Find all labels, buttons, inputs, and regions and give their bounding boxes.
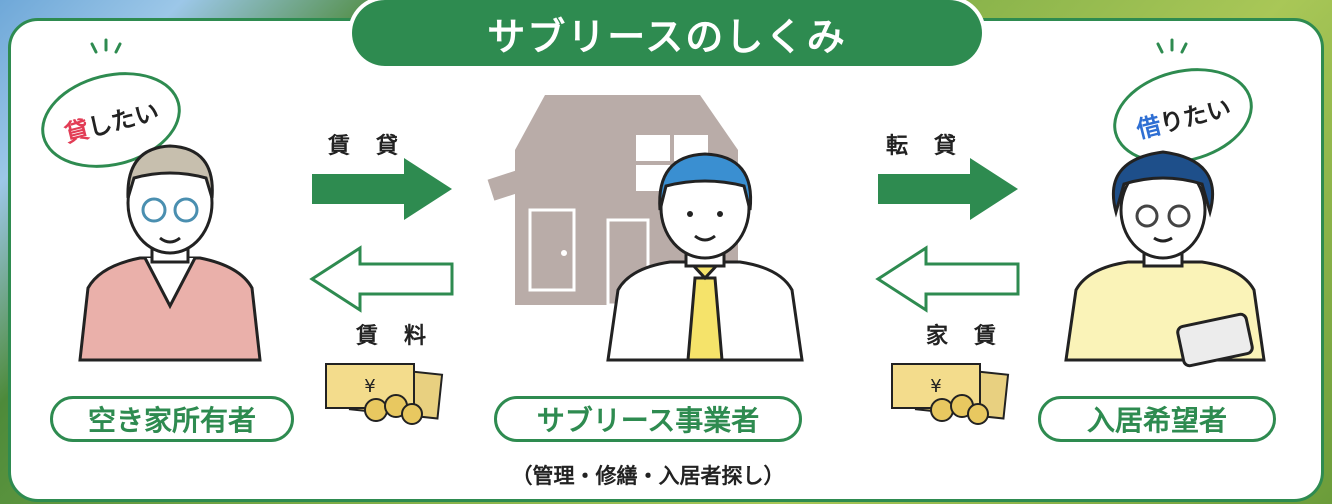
- sublease-arrow-icon: [878, 158, 1018, 220]
- operator-person-icon: [606, 152, 804, 362]
- page-title: サブリースのしくみ: [352, 0, 982, 66]
- house-rent-arrow-icon: [875, 245, 1020, 313]
- rent-fee-label: 賃料: [356, 324, 453, 349]
- owner-person-icon: [78, 144, 262, 362]
- lease-arrow-icon: [312, 158, 452, 220]
- lease-label: 賃貸: [328, 134, 425, 159]
- sublease-label: 転貸: [886, 134, 983, 159]
- house-rent-label: 家賃: [926, 324, 1023, 349]
- rent-fee-arrow-icon: [309, 245, 454, 313]
- money-symbol: ¥: [364, 376, 375, 397]
- operator-label: サブリース事業者: [494, 396, 802, 442]
- owner-speech-text: したい: [84, 97, 162, 142]
- tenant-emphasis-lines: [1156, 38, 1188, 54]
- tenant-label: 入居希望者: [1038, 396, 1276, 442]
- money-symbol: ¥: [930, 376, 941, 397]
- money-icon: ¥: [891, 363, 1010, 425]
- tenant-speech-text: りたい: [1156, 93, 1234, 138]
- operator-sublabel: （管理・修繕・入居者探し）: [511, 464, 785, 488]
- tenant-person-icon: [1064, 150, 1266, 368]
- owner-label: 空き家所有者: [50, 396, 294, 442]
- money-icon: ¥: [325, 363, 444, 425]
- owner-emphasis-lines: [90, 38, 122, 54]
